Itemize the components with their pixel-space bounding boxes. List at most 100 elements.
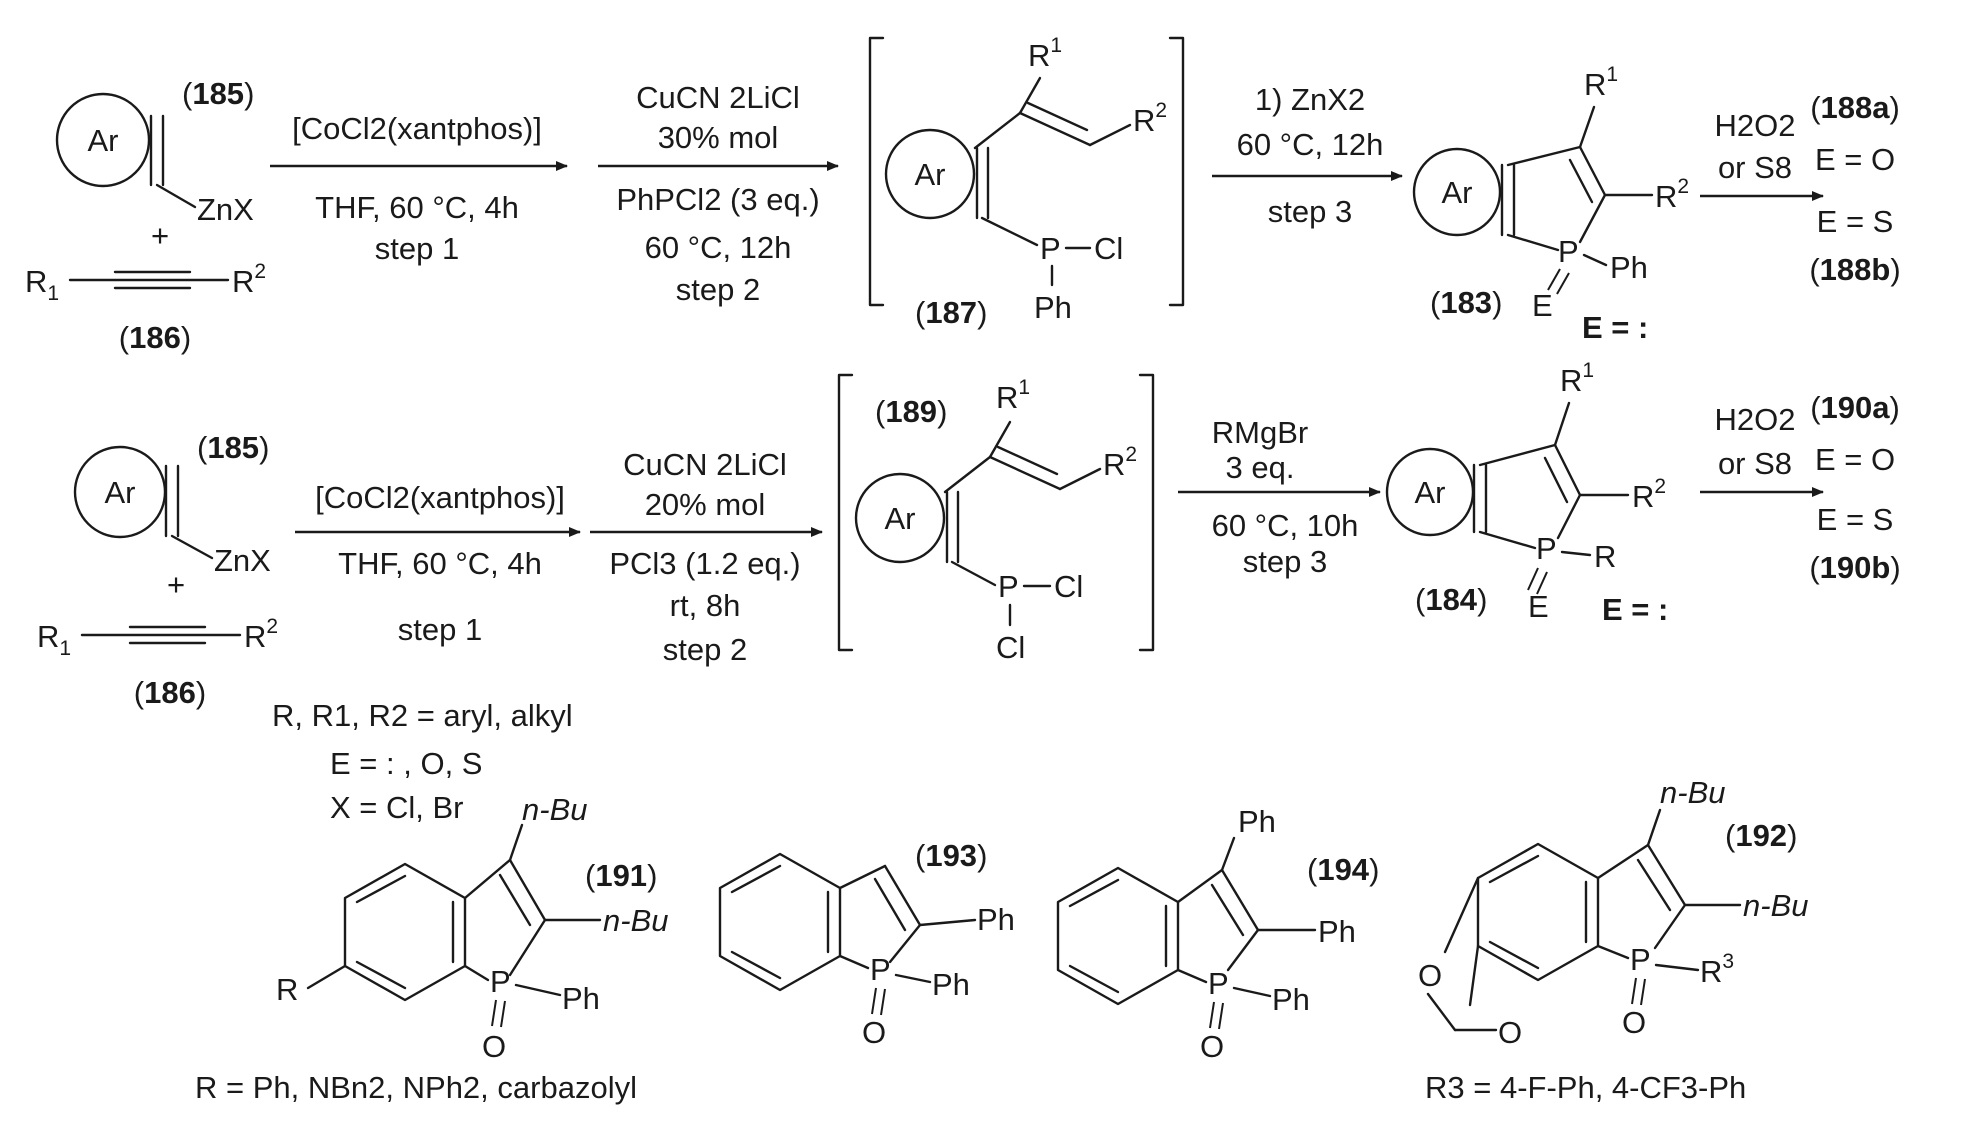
compound-label-192: (192) — [1725, 818, 1797, 853]
compound-label-186: (186) — [119, 320, 191, 355]
compound-label-184: (184) — [1415, 582, 1487, 617]
footnote-191: R = Ph, NBn2, NPh2, carbazolyl — [195, 1070, 637, 1105]
o-atom: O — [1622, 1005, 1646, 1040]
ph-atom: Ph — [1034, 290, 1072, 325]
ar-label: Ar — [915, 157, 946, 192]
step2-label: step 2 — [663, 632, 747, 667]
znx-label: ZnX — [214, 543, 271, 578]
row1-step2-arrow: CuCN 2LiCl 30% mol PhPCl2 (3 eq.) 60 °C,… — [598, 80, 839, 307]
example-compound-192: P R3 O O O n-Bu n-Bu (192) R3 = 4-F-Ph, … — [1418, 775, 1808, 1105]
row2-final-products: (190a) E = O E = S (190b) — [1809, 390, 1900, 585]
alkyne-r2: R2 — [232, 260, 266, 299]
step2-reagent: CuCN 2LiCl — [636, 80, 800, 115]
o-atom-ring-2: O — [1498, 1015, 1522, 1050]
o-atom-ring-1: O — [1418, 958, 1442, 993]
ar-label: Ar — [1442, 175, 1473, 210]
step2-reagent: CuCN 2LiCl — [623, 447, 787, 482]
step3-label: step 3 — [1268, 194, 1352, 229]
ox-reagent-alt: or S8 — [1718, 150, 1792, 185]
sulfide-e: E = S — [1817, 204, 1894, 239]
nbu-side: n-Bu — [1743, 888, 1808, 923]
r1-sub: R1 — [1560, 359, 1594, 398]
p-atom: P — [1558, 234, 1579, 269]
compound-label-190b: (190b) — [1809, 550, 1900, 585]
compound-label-187: (187) — [915, 295, 987, 330]
r2-sub: R2 — [1103, 443, 1137, 482]
step1-catalyst: [CoCl2(xantphos)] — [292, 111, 542, 146]
e-atom: E — [1532, 288, 1553, 323]
p-atom: P — [1040, 231, 1061, 266]
p-atom: P — [1536, 531, 1557, 566]
legend-line-2: E = : , O, S — [330, 746, 482, 781]
compound-label-189: (189) — [875, 394, 947, 429]
p-atom: P — [490, 964, 511, 999]
step2-loading: 20% mol — [645, 487, 766, 522]
row2-oxidation-arrow: H2O2 or S8 — [1700, 402, 1824, 497]
step1-label: step 1 — [398, 612, 482, 647]
cl-atom-2: Cl — [996, 630, 1025, 665]
row1-intermediate-187: Ar R1 R2 P Cl Ph (187) — [868, 34, 1185, 330]
step3-reagent: 1) ZnX2 — [1255, 82, 1365, 117]
step3-conditions: 60 °C, 10h — [1212, 508, 1359, 543]
row1-alkyne-186: R1 R2 (186) — [25, 260, 266, 355]
example-compound-194: P Ph O Ph Ph (194) — [1056, 804, 1379, 1064]
e-lone-pair: E = : — [1602, 592, 1668, 627]
ox-reagent-alt: or S8 — [1718, 446, 1792, 481]
row1-starting-material-185: Ar ZnX (185) — [55, 76, 254, 227]
o-atom: O — [1200, 1029, 1224, 1064]
row1-oxidation-arrow: H2O2 or S8 — [1700, 108, 1824, 201]
alkyne-r2: R2 — [244, 615, 278, 654]
p-atom: P — [998, 569, 1019, 604]
r-atom: R — [1594, 539, 1616, 574]
e-lone-pair: E = : — [1582, 310, 1648, 345]
r1-sub: R1 — [1584, 63, 1618, 102]
r2-sub: R2 — [1133, 99, 1167, 138]
row1-product-183: Ar P Ph E R1 R2 (183) E = : — [1412, 63, 1689, 345]
nbu-top: n-Bu — [522, 792, 587, 827]
cl-atom: Cl — [1054, 569, 1083, 604]
row2-intermediate-189: Ar R1 R2 P Cl Cl (189) — [837, 373, 1155, 665]
step1-conditions: THF, 60 °C, 4h — [315, 190, 519, 225]
alkyne-r1: R1 — [25, 264, 59, 305]
e-atom: E — [1528, 589, 1549, 624]
substituent-legend: R, R1, R2 = aryl, alkyl E = : , O, S X =… — [272, 698, 573, 825]
r2-sub: R2 — [1655, 175, 1689, 214]
ph-atom-2: Ph — [1318, 914, 1356, 949]
row1-step3-arrow: 1) ZnX2 60 °C, 12h step 3 — [1212, 82, 1403, 229]
step2-label: step 2 — [676, 272, 760, 307]
compound-label-186: (186) — [134, 675, 206, 710]
r1-sub: R1 — [996, 376, 1030, 415]
step2-phosphine: PCl3 (1.2 eq.) — [609, 546, 800, 581]
step2-conditions: 60 °C, 12h — [645, 230, 792, 265]
o-atom: O — [862, 1015, 886, 1050]
ph-atom: Ph — [1272, 982, 1310, 1017]
legend-line-3: X = Cl, Br — [330, 790, 464, 825]
oxide-e: E = O — [1815, 442, 1895, 477]
compound-label-190a: (190a) — [1810, 390, 1900, 425]
compound-label-183: (183) — [1430, 285, 1502, 320]
ph-atom-2: Ph — [977, 902, 1015, 937]
step2-phosphine: PhPCl2 (3 eq.) — [616, 182, 819, 217]
ph-atom: Ph — [932, 967, 970, 1002]
ar-label: Ar — [885, 501, 916, 536]
row2-step1-arrow: [CoCl2(xantphos)] THF, 60 °C, 4h step 1 — [295, 480, 581, 647]
row2-step2-arrow: CuCN 2LiCl 20% mol PCl3 (1.2 eq.) rt, 8h… — [590, 447, 823, 667]
r1-sub: R1 — [1028, 34, 1062, 73]
alkyne-r1: R1 — [37, 619, 71, 660]
nbu-side: n-Bu — [603, 903, 668, 938]
step1-label: step 1 — [375, 231, 459, 266]
ph-atom-3: Ph — [1238, 804, 1276, 839]
compound-label-188a: (188a) — [1810, 90, 1900, 125]
oxide-e: E = O — [1815, 142, 1895, 177]
cl-atom: Cl — [1094, 231, 1123, 266]
plus-sign: + — [167, 567, 185, 602]
footnote-192: R3 = 4-F-Ph, 4-CF3-Ph — [1425, 1070, 1746, 1105]
ar-label: Ar — [88, 123, 119, 158]
legend-line-1: R, R1, R2 = aryl, alkyl — [272, 698, 573, 733]
p-atom: P — [870, 952, 891, 987]
nbu-top: n-Bu — [1660, 775, 1725, 810]
compound-label-193: (193) — [915, 838, 987, 873]
step3-reagent: RMgBr — [1212, 415, 1308, 450]
row1-final-products: (188a) E = O E = S (188b) — [1809, 90, 1900, 287]
